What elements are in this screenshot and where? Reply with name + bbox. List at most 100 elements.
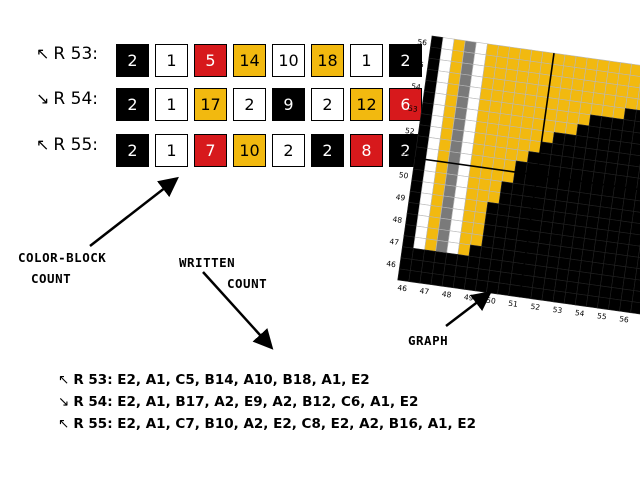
graph-cell — [454, 186, 468, 200]
graph-cell — [569, 247, 584, 261]
graph-cell — [565, 280, 579, 295]
graph-cell — [618, 141, 633, 155]
graph-cell — [620, 288, 635, 302]
graph-cell — [585, 136, 599, 151]
arrow-up-left-icon: ↖ — [58, 372, 70, 388]
graph-cell — [555, 268, 570, 282]
graph-cell — [592, 250, 606, 265]
graph-cell — [411, 168, 425, 183]
graph-cell — [620, 209, 634, 223]
graph-cell — [603, 252, 617, 266]
graph-cell — [495, 214, 509, 228]
row-label: ↘R 54: — [36, 89, 98, 109]
graph-cell — [598, 206, 612, 220]
graph-cell — [582, 158, 596, 173]
graph-cell — [474, 200, 489, 214]
graph-cell — [529, 49, 544, 64]
graph-cell — [604, 82, 618, 97]
graph-cell — [466, 97, 481, 111]
graph-cell — [495, 56, 509, 70]
graph-x-tick: 47 — [419, 286, 430, 296]
graph-cell — [441, 37, 455, 51]
graph-cell — [490, 247, 505, 262]
graph-cell — [623, 108, 637, 122]
graph-cell — [560, 155, 574, 170]
graph-cell — [636, 256, 640, 271]
graph-cell — [497, 282, 511, 296]
graph-cell — [637, 166, 640, 180]
graph-cell — [422, 91, 436, 105]
graph-cell — [514, 81, 528, 95]
graph-cell — [430, 194, 444, 208]
graph-cell — [463, 119, 477, 133]
graph-cell — [406, 202, 421, 216]
graph-cell — [439, 206, 454, 221]
graph-y-tick: 56 — [417, 37, 428, 47]
graph-cell — [431, 103, 446, 118]
graph-cell — [626, 244, 640, 258]
graph-cell — [574, 214, 588, 228]
graph-cell — [593, 239, 608, 253]
graph-cell — [419, 192, 433, 206]
graph-cell — [481, 235, 495, 249]
graph-cell — [489, 258, 503, 273]
graph-cell — [631, 290, 640, 304]
graph-cell — [506, 57, 520, 71]
graph-cell — [438, 217, 452, 232]
graph-cell — [402, 235, 416, 249]
graph-cell — [501, 90, 515, 105]
color-block-A: 2 — [272, 134, 305, 167]
color-block-A: 1 — [155, 44, 188, 77]
graph-cell — [479, 246, 494, 260]
graph-cell — [560, 76, 574, 90]
graph-cell — [572, 67, 587, 81]
graph-cell — [596, 138, 610, 152]
graph-cell — [509, 114, 523, 129]
graph-cell — [523, 94, 538, 108]
graph-cell — [444, 173, 458, 187]
arrow-down-right-icon: ↘ — [36, 89, 50, 108]
graph-cell — [518, 48, 533, 62]
graph-cell — [435, 239, 449, 254]
graph-cell — [601, 263, 616, 277]
graph-cell — [507, 125, 522, 140]
graph-cell — [479, 87, 493, 102]
graph-cell — [571, 157, 585, 171]
graph-x-tick: 51 — [508, 299, 519, 309]
graph-cell — [615, 242, 630, 257]
graph-cell — [433, 251, 448, 265]
graph-cell — [574, 135, 588, 149]
graph-cell — [465, 187, 479, 201]
graph-cell — [582, 79, 596, 93]
graph-cell — [503, 238, 517, 252]
graph-cell — [609, 287, 623, 301]
graph-cell — [504, 147, 519, 162]
graph-cell — [478, 257, 492, 271]
graph-cell — [555, 189, 569, 203]
graph-cell — [463, 198, 478, 213]
graph-cell — [613, 95, 628, 109]
graph-cell — [621, 119, 636, 133]
row-label-text: R 55: — [53, 135, 98, 155]
arrow-up-left-icon: ↖ — [58, 416, 70, 432]
graph-guide-line — [414, 157, 640, 194]
graph-cell — [426, 57, 441, 72]
graph-cell — [564, 122, 579, 136]
graph-cell — [454, 265, 468, 279]
graph-cell — [425, 227, 440, 241]
graph-cell — [598, 127, 612, 141]
row-label: ↖R 53: — [36, 44, 98, 64]
graph-cell — [634, 268, 640, 282]
graph-cell — [438, 59, 452, 73]
color-block-E: 2 — [116, 44, 149, 77]
graph-cell — [455, 174, 470, 189]
graph-cell — [500, 260, 514, 274]
graph-cell — [422, 170, 436, 184]
graph-cell — [569, 89, 583, 103]
graph-cell — [460, 220, 474, 235]
graph-cell — [546, 255, 560, 269]
graph-cell — [444, 252, 459, 266]
graph-cell — [572, 146, 587, 160]
